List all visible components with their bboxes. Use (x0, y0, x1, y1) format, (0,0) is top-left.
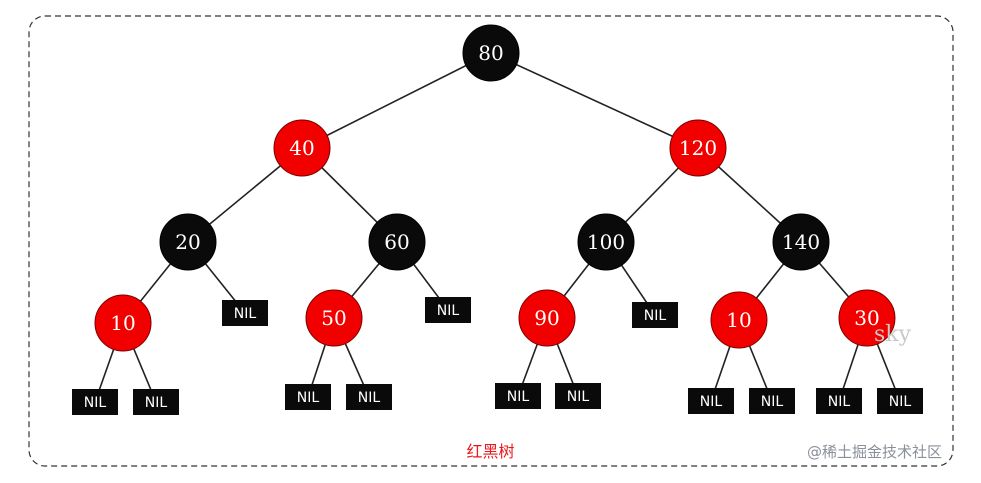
node-circle (273, 119, 331, 177)
node-key: 80 (478, 41, 503, 65)
node-circle (577, 213, 635, 271)
nil-leaf: NIL (688, 388, 734, 414)
tree-node-90: 90 (518, 289, 576, 347)
nil-leaves: NIL NIL NIL NIL NIL NIL NIL NIL NIL NIL NIL NIL NIL (72, 297, 923, 415)
nil-box (133, 389, 179, 415)
node-circle (838, 289, 896, 347)
nil-leaf: NIL (495, 383, 541, 409)
tree-node-100: 100 (577, 213, 635, 271)
tree-node-120: 120 (669, 119, 727, 177)
nil-label: NIL (507, 389, 530, 405)
node-key: 10 (726, 308, 751, 332)
nil-label: NIL (700, 394, 723, 410)
nil-box (555, 383, 601, 409)
nil-leaf: NIL (632, 302, 678, 328)
node-key: 120 (679, 136, 717, 160)
node-circle (669, 119, 727, 177)
nil-leaf: NIL (749, 388, 795, 414)
nil-label: NIL (145, 395, 168, 411)
nil-leaf: NIL (285, 384, 331, 410)
nil-label: NIL (567, 389, 590, 405)
tree-node-50: 50 (305, 289, 363, 347)
nil-box (346, 384, 392, 410)
nil-box (495, 383, 541, 409)
node-key: 60 (384, 230, 409, 254)
nil-box (877, 388, 923, 414)
nil-box (425, 297, 471, 323)
nil-label: NIL (358, 390, 381, 406)
node-key: 100 (587, 230, 625, 254)
node-key: 140 (782, 230, 820, 254)
node-circle (305, 289, 363, 347)
nil-leaf: NIL (555, 383, 601, 409)
node-key: 20 (175, 230, 200, 254)
nil-label: NIL (297, 390, 320, 406)
diagram-caption: 红黑树 (466, 442, 515, 461)
nil-leaf: NIL (877, 388, 923, 414)
node-circle (772, 213, 830, 271)
tree-node-40: 40 (273, 119, 331, 177)
node-circle (518, 289, 576, 347)
node-circle (159, 213, 217, 271)
tree-node-30: 30 (838, 289, 896, 347)
node-key: 90 (534, 306, 559, 330)
tree-node-10: 10 (94, 294, 152, 352)
diagram-frame (28, 15, 954, 467)
nil-label: NIL (234, 306, 257, 322)
tree-node-80: 80 (462, 24, 520, 82)
watermark-text: @稀土掘金技术社区 (807, 443, 943, 461)
nil-leaf: NIL (222, 300, 268, 326)
edge-n80-n120 (490, 52, 699, 149)
nil-leaf: NIL (72, 389, 118, 415)
tree-node-60: 60 (368, 213, 426, 271)
node-circle (710, 291, 768, 349)
nil-leaf: NIL (425, 297, 471, 323)
nil-label: NIL (889, 394, 912, 410)
node-key: 50 (321, 306, 346, 330)
node-circle (94, 294, 152, 352)
nil-box (222, 300, 268, 326)
tree-node-140: 140 (772, 213, 830, 271)
edge-n80-n40 (301, 52, 492, 149)
nil-box (285, 384, 331, 410)
node-circle (462, 24, 520, 82)
nil-label: NIL (644, 308, 667, 324)
node-circle (368, 213, 426, 271)
node-key: 30 (854, 306, 879, 330)
nil-box (816, 388, 862, 414)
nil-label: NIL (437, 303, 460, 319)
nil-box (72, 389, 118, 415)
nil-label: NIL (84, 395, 107, 411)
tree-node-10: 10 (710, 291, 768, 349)
nil-leaf: NIL (346, 384, 392, 410)
nil-leaf: NIL (133, 389, 179, 415)
signature-text: sky (874, 322, 912, 347)
node-key: 40 (289, 136, 314, 160)
nil-box (688, 388, 734, 414)
tree-nodes: 80 40 120 20 60 100 140 10 50 90 10 30 (94, 24, 896, 352)
nil-box (632, 302, 678, 328)
tree-node-20: 20 (159, 213, 217, 271)
nil-leaf: NIL (816, 388, 862, 414)
nil-label: NIL (761, 394, 784, 410)
nil-label: NIL (828, 394, 851, 410)
node-key: 10 (110, 311, 135, 335)
nil-box (749, 388, 795, 414)
